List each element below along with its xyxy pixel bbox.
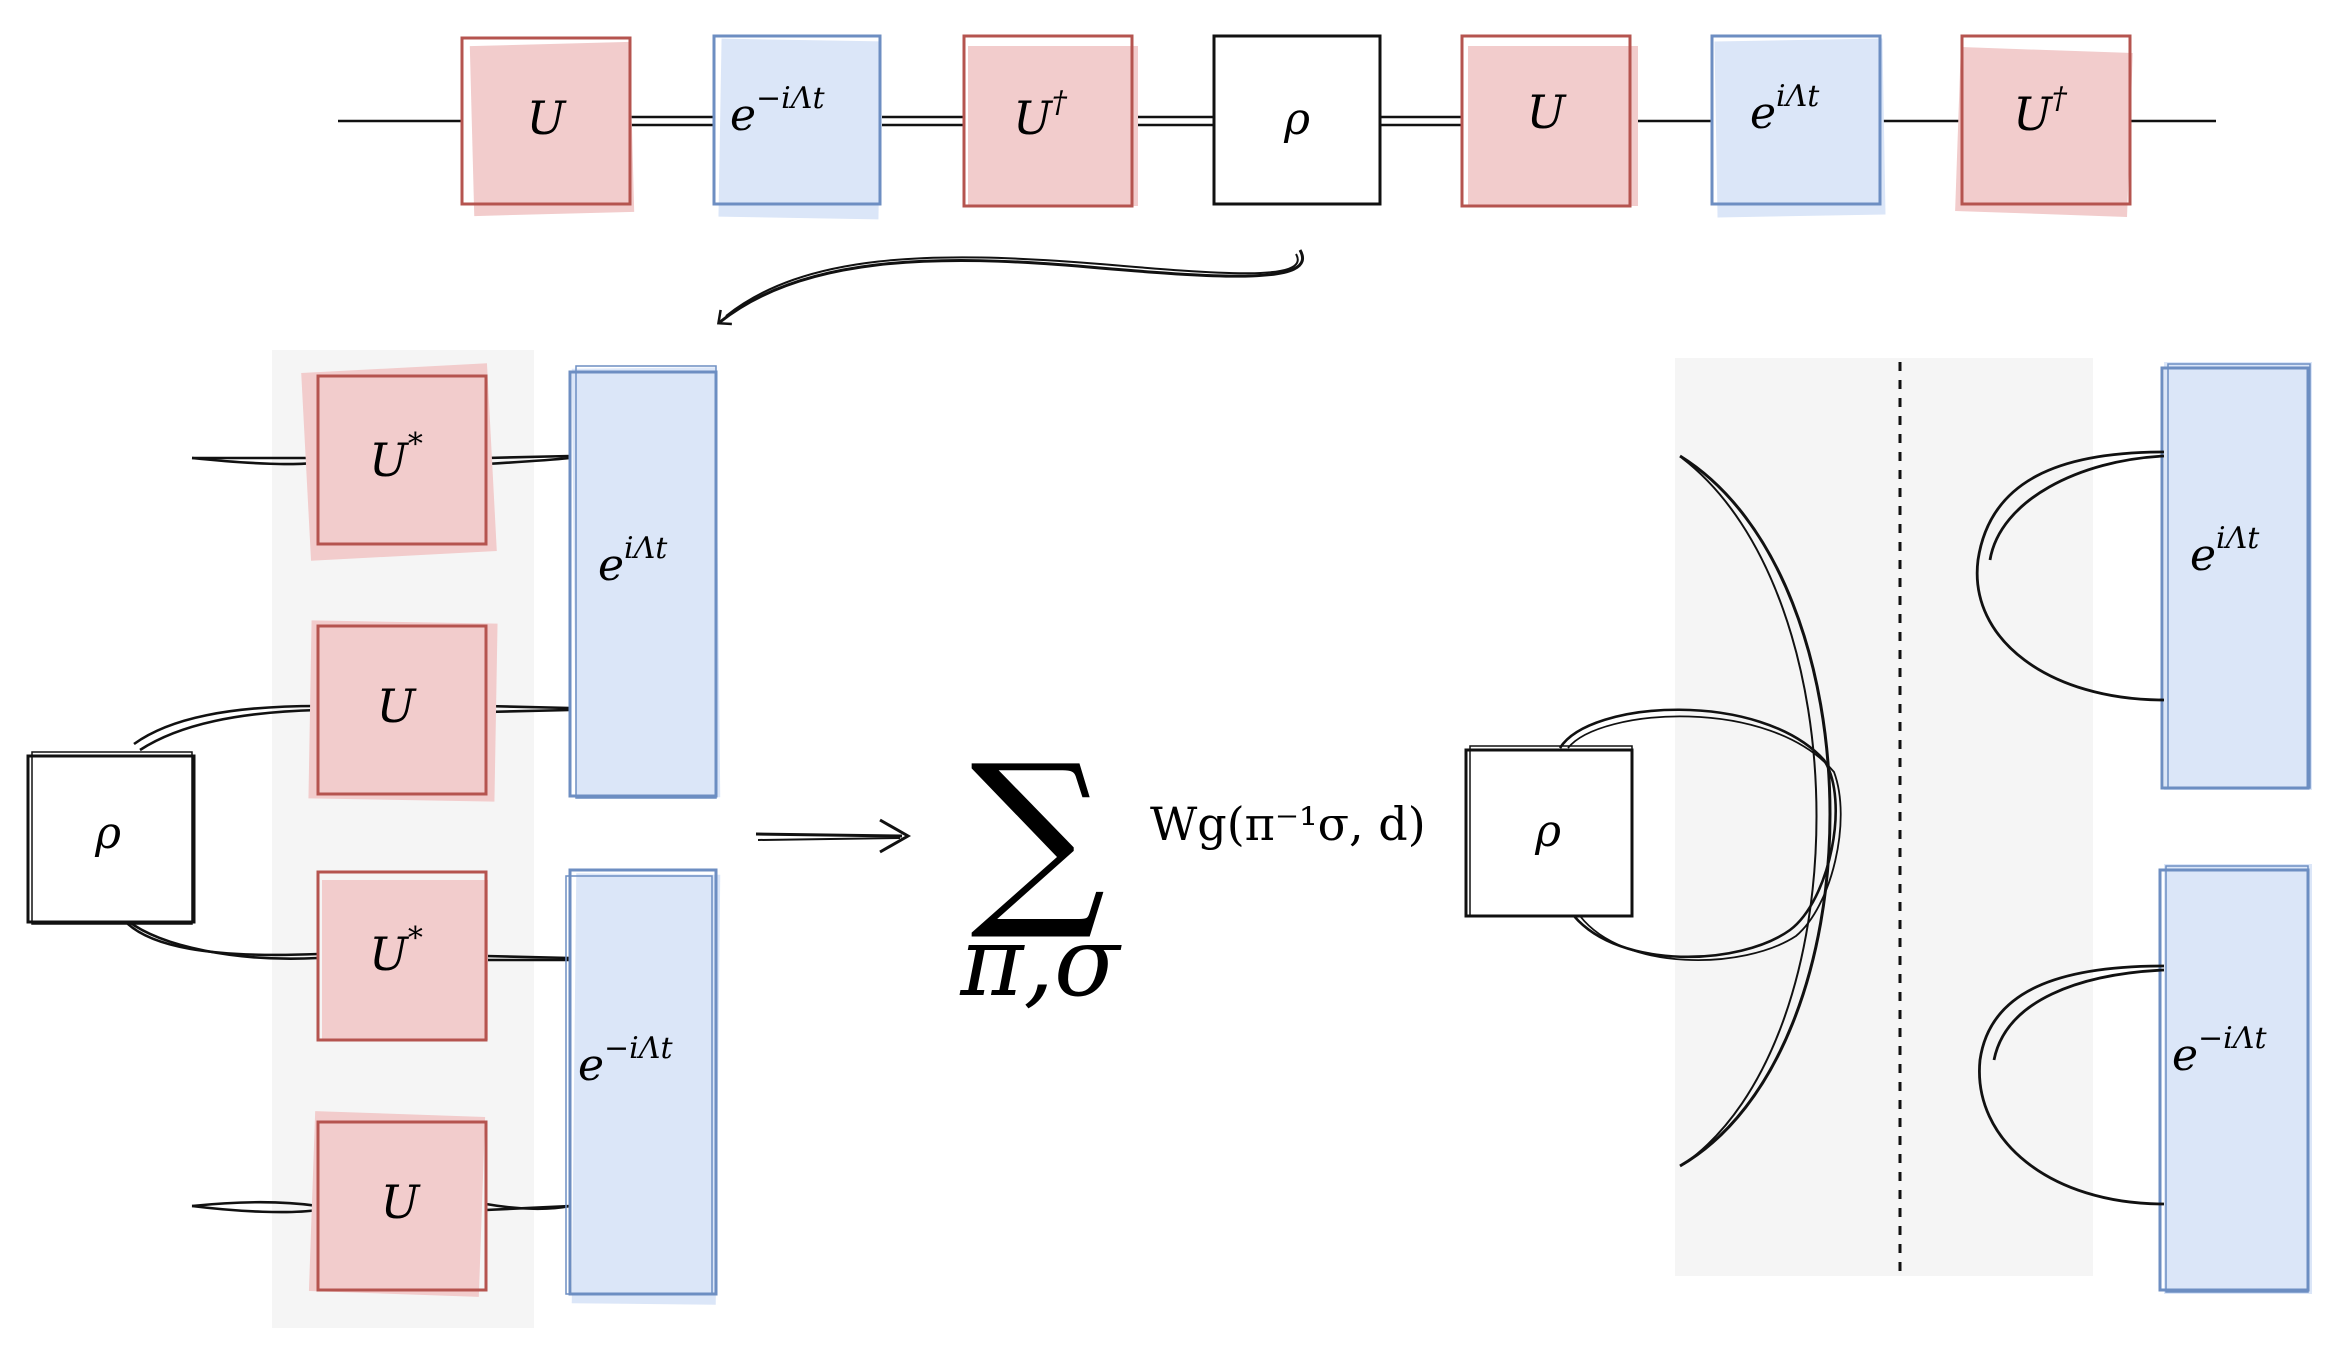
svg-text:U: U [1527, 85, 1568, 139]
svg-text:e−iΛt: e−iΛt [578, 1031, 673, 1091]
top-chain-wires [338, 115, 2216, 127]
right-rho-loops [1558, 708, 1842, 961]
svg-text:U: U [377, 679, 418, 733]
right-block-exp-neg: e−iΛt [2158, 864, 2312, 1294]
left-block-exp-neg: e−iΛt [565, 868, 721, 1305]
top-gate-u-dagger-1-label: U† [1013, 85, 1068, 145]
svg-text:eiΛt: eiΛt [2190, 521, 2260, 581]
right-block-loops [1975, 450, 2165, 1206]
svg-text:ρ: ρ [94, 808, 121, 859]
svg-text:U*: U* [369, 921, 423, 981]
right-shaded-panel [1675, 358, 2093, 1276]
svg-text:eiΛt: eiΛt [598, 531, 668, 591]
top-gate-u-dagger-2: U† [1955, 34, 2133, 217]
svg-text:ρ: ρ [1283, 94, 1310, 145]
svg-text:ρ: ρ [1534, 806, 1561, 857]
top-gate-exp-neg: e−iΛt [712, 34, 882, 220]
right-block-exp-pos: eiΛt [2160, 362, 2312, 790]
top-gate-u-dagger-1: U† [962, 34, 1138, 208]
svg-text:U: U [381, 1175, 422, 1229]
sum-symbol: ∑ [970, 724, 1106, 945]
top-gate-u-1-label: U [527, 91, 568, 145]
left-gate-u-1: U [308, 620, 498, 802]
top-gate-u-2: U [1460, 34, 1638, 208]
left-gate-u-star-2: U* [316, 870, 488, 1042]
curved-arrow-down [716, 249, 1304, 326]
left-wires [116, 454, 571, 1214]
svg-text:e−iΛt: e−iΛt [2172, 1021, 2267, 1081]
sum-expression: ∑ π,σ Wg(π⁻¹σ, d) [959, 724, 1425, 1018]
left-gate-u-2: U [308, 1111, 488, 1297]
top-gate-exp-neg-label: e−iΛt [730, 81, 825, 141]
svg-text:U†: U† [2013, 81, 2068, 141]
weingarten-function: Wg(π⁻¹σ, d) [1150, 797, 1426, 851]
sum-index: π,σ [959, 906, 1122, 1018]
left-gate-u-star-1: U* [301, 363, 497, 561]
left-rho-box: ρ [26, 751, 196, 925]
top-gate-exp-pos: eiΛt [1710, 34, 1886, 218]
top-gate-exp-pos-label: eiΛt [1750, 79, 1820, 139]
right-arrow [755, 818, 912, 854]
left-block-exp-pos: eiΛt [568, 365, 721, 799]
svg-text:U*: U* [369, 427, 423, 487]
top-rho-box: ρ [1212, 34, 1382, 206]
right-bracket-arcs [1679, 454, 1832, 1168]
top-gate-u-1: U [460, 36, 635, 217]
right-rho-box: ρ [1464, 745, 1634, 918]
